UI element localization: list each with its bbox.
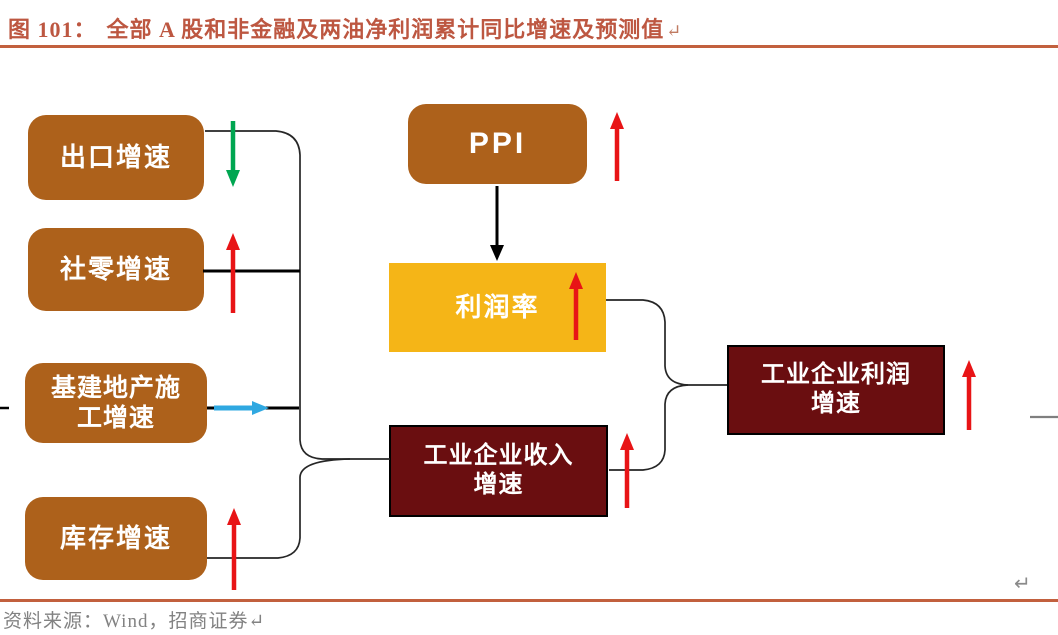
source-text: 资料来源：Wind，招商证券 — [3, 611, 249, 632]
return-mark-icon: ↵ — [248, 611, 266, 632]
paragraph-return-icon: ↵ — [1014, 571, 1031, 595]
inventory-up-arrow — [227, 508, 241, 590]
node-label-line2: 增速 — [811, 390, 861, 417]
node-industrial-revenue-growth: 工业企业收入 增速 — [389, 425, 608, 517]
profit-up-arrow — [962, 360, 976, 430]
figure-number-label: 图 101： — [8, 17, 97, 42]
node-label: 出口增速 — [59, 141, 172, 172]
node-industrial-profit-growth: 工业企业利润 增速 — [727, 345, 945, 435]
node-label-line1: 工业企业收入 — [423, 442, 574, 470]
node-label: 库存增速 — [59, 522, 172, 553]
node-label-line1: 工业企业利润 — [761, 361, 911, 389]
node-label: PPI — [468, 127, 527, 160]
node-label: 利润率 — [455, 291, 540, 322]
node-inventory-growth: 库存增速 — [25, 497, 207, 580]
export-down-arrow — [226, 121, 240, 187]
node-construction-growth: 基建地产施 工增速 — [25, 363, 207, 443]
node-label: 社零增速 — [59, 253, 172, 284]
source-note: 资料来源：Wind，招商证券↵ — [3, 606, 265, 633]
node-label-line1: 基建地产施 — [50, 374, 181, 402]
figure-title: 全部 A 股和非金融及两油净利润累计同比增速及预测值 — [106, 17, 665, 42]
node-ppi: PPI — [408, 104, 587, 184]
node-retail-growth: 社零增速 — [28, 228, 204, 311]
node-export-growth: 出口增速 — [28, 115, 204, 200]
retail-up-arrow — [226, 233, 240, 313]
ppi-down-arrow — [490, 186, 504, 261]
left-brace-connector — [205, 130, 390, 559]
revenue-up-arrow — [620, 433, 634, 508]
title-divider — [0, 45, 1058, 48]
figure-title-row: 图 101： 全部 A 股和非金融及两油净利润累计同比增速及预测值↵ — [8, 12, 1048, 44]
return-mark-icon: ↵ — [666, 21, 683, 41]
bottom-divider — [0, 599, 1058, 602]
ppi-up-arrow — [610, 112, 624, 181]
right-brace-connector — [606, 299, 727, 471]
node-label-line2: 增速 — [473, 471, 524, 498]
node-label-line2: 工增速 — [76, 404, 155, 432]
node-profit-margin: 利润率 — [389, 263, 606, 352]
construction-right-arrow — [214, 401, 269, 415]
